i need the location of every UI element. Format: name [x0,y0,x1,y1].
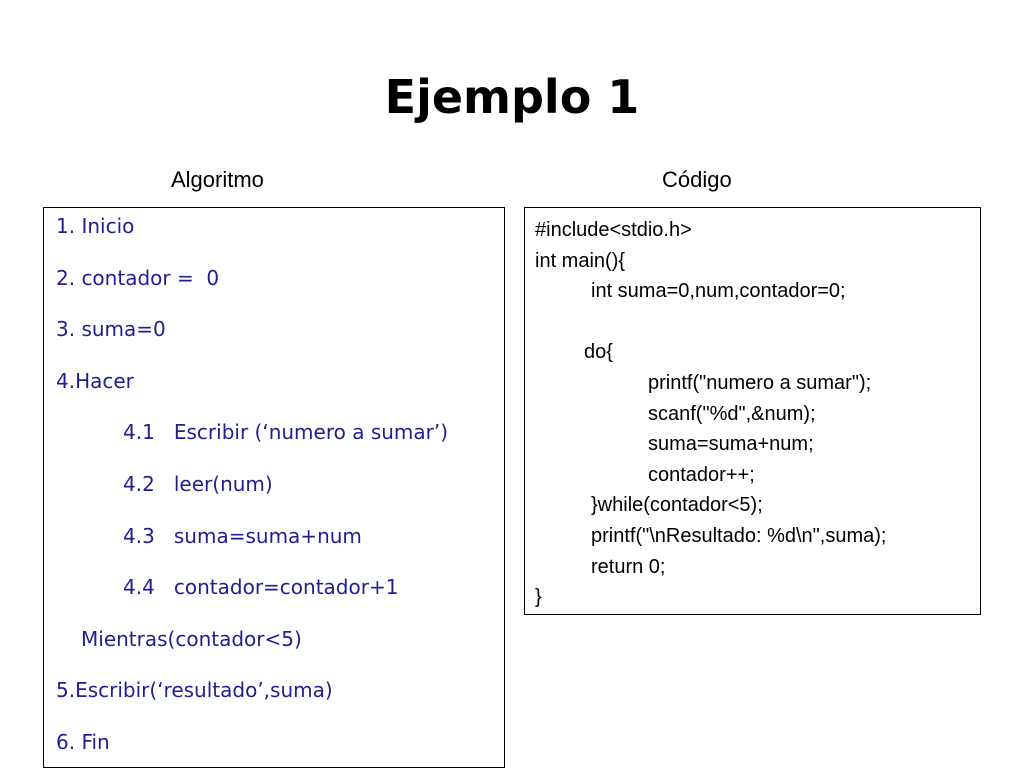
code-line: return 0; [591,555,666,578]
algorithm-step: 4.2 leer(num) [123,472,273,496]
algorithm-step: 5.Escribir(‘resultado’,suma) [56,678,333,703]
algorithm-step: 4.Hacer [56,368,134,393]
code-line: suma=suma+num; [648,433,814,456]
algorithm-label: Algoritmo [171,167,264,192]
code-line: do{ [584,341,613,364]
algorithm-step: 1. Inicio [56,214,135,238]
code-line: #include<stdio.h> [535,219,692,241]
code-line: contador++; [648,463,755,486]
code-line: scanf("%d",&num); [648,402,816,425]
slide-title: Ejemplo 1 [384,70,640,124]
code-line: printf("numero a sumar"); [648,372,872,394]
algorithm-step: Mientras(contador<5) [81,626,302,651]
algorithm-step: 3. suma=0 [56,317,166,342]
code-line: int main(){ [535,249,626,272]
code-line: printf("\nResultado: %d\n",suma); [591,525,887,547]
code-label: Código [662,167,732,192]
algorithm-box: 1. Inicio 2. contador = 0 3. suma=0 4.Hacer… [43,207,505,768]
algorithm-step: 4.3 suma=suma+num [123,523,362,548]
code-line: } [535,586,542,609]
code-line: int suma=0,num,contador=0; [591,280,846,303]
algorithm-step: 6. Fin [56,730,110,754]
algorithm-step: 4.1 Escribir (‘numero a sumar’) [123,420,449,445]
algorithm-step: 2. contador = 0 [56,265,220,290]
code-line: }while(contador<5); [591,494,763,517]
algorithm-step: 4.4 contador=contador+1 [123,575,399,600]
code-box: #include<stdio.h> int main(){ int suma=0,n… [524,207,981,615]
